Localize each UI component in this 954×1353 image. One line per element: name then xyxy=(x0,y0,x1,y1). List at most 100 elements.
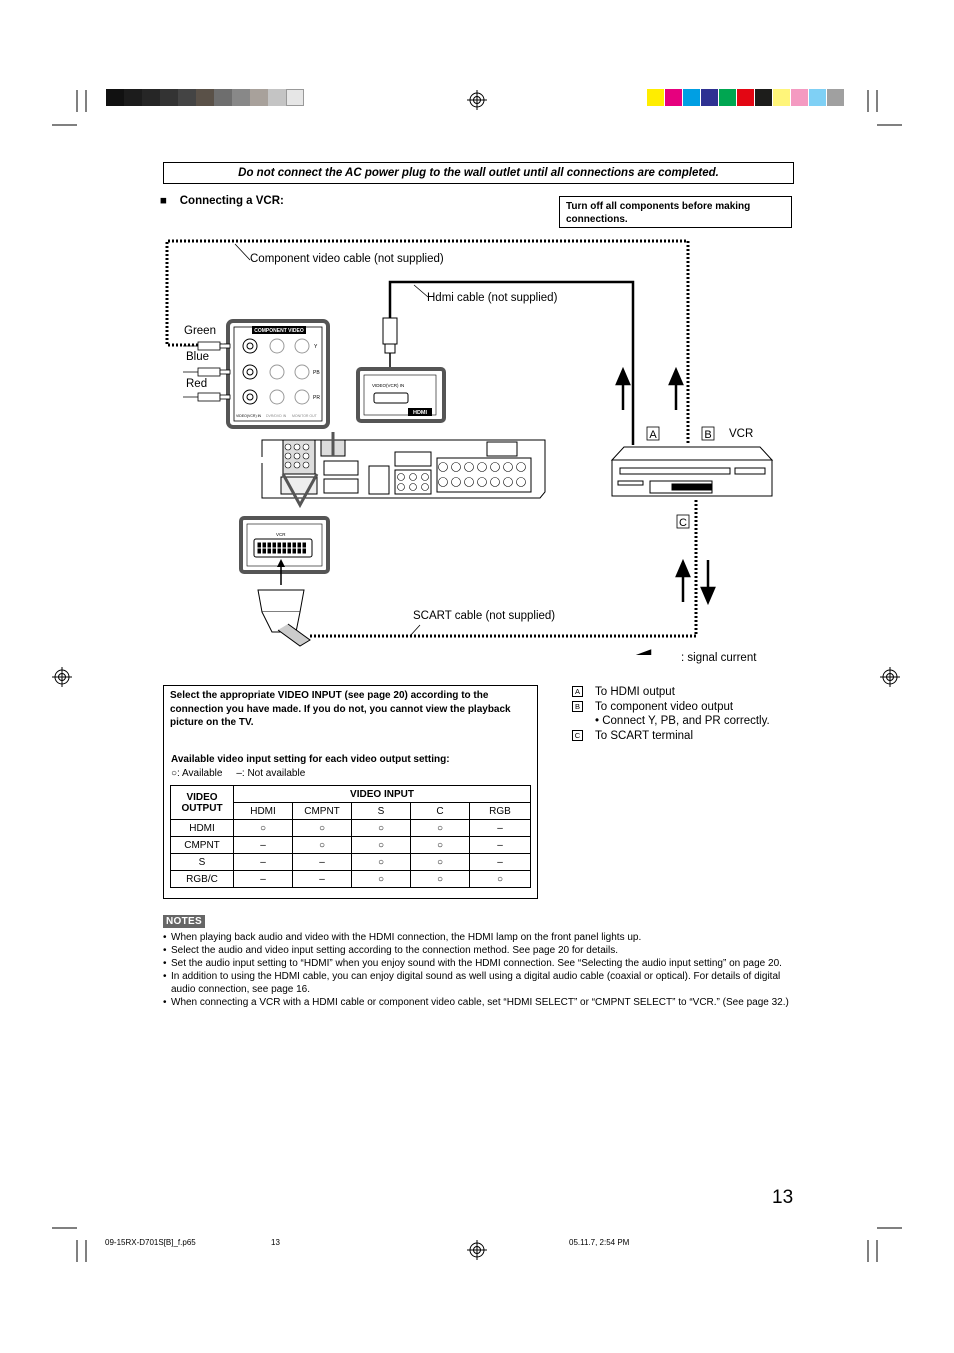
row-label: RGB/C xyxy=(170,870,234,888)
footer-page: 13 xyxy=(271,1238,280,1247)
note-item: In addition to using the HDMI cable, you… xyxy=(163,970,793,996)
red-label: Red xyxy=(186,378,208,390)
select-note: Select the appropriate VIDEO INPUT (see … xyxy=(170,690,511,728)
swatch xyxy=(683,89,700,106)
swatch xyxy=(773,89,790,106)
svg-text:HDMI: HDMI xyxy=(413,410,428,416)
vcr-label: VCR xyxy=(729,428,754,440)
swatch xyxy=(214,89,232,106)
header-video-output: VIDEO OUTPUT xyxy=(170,785,234,820)
video-input-box xyxy=(163,685,538,899)
column-header: CMPNT xyxy=(292,802,352,820)
swatch xyxy=(232,89,250,106)
svg-text:VCR: VCR xyxy=(276,532,286,537)
notes-tag: NOTES xyxy=(163,915,205,928)
notes-list: When playing back audio and video with t… xyxy=(163,931,793,1009)
svg-text:MONITOR OUT: MONITOR OUT xyxy=(292,414,318,418)
svg-text:DVR/DVD IN: DVR/DVD IN xyxy=(266,414,287,418)
power-warning: Do not connect the AC power plug to the … xyxy=(163,162,794,184)
table-cell: – xyxy=(292,870,352,888)
table-cell: – xyxy=(233,836,293,854)
scart-panel-zoom: VCR xyxy=(239,516,330,585)
table-cell: ○ xyxy=(410,836,470,854)
svg-text:PR: PR xyxy=(313,395,320,401)
svg-text:Y: Y xyxy=(314,344,318,350)
swatch xyxy=(196,89,214,106)
swatch xyxy=(809,89,826,106)
svg-text:C: C xyxy=(679,517,687,529)
green-label: Green xyxy=(184,325,216,337)
swatch xyxy=(719,89,736,106)
footer-date: 05.11.7, 2:54 PM xyxy=(569,1238,630,1247)
swatch xyxy=(178,89,196,106)
table-cell: – xyxy=(233,870,293,888)
column-header: C xyxy=(410,802,470,820)
swatch xyxy=(737,89,754,106)
swatch xyxy=(160,89,178,106)
column-header: S xyxy=(351,802,411,820)
swatch xyxy=(250,89,268,106)
table-header-row: VIDEO OUTPUT VIDEO INPUT xyxy=(170,785,531,820)
table-row: CMPNT – ○ ○ ○ – xyxy=(170,836,531,854)
section-bullet: ■ xyxy=(160,195,167,207)
swatch xyxy=(286,89,304,106)
table-cell: ○ xyxy=(233,819,293,837)
table-cell: ○ xyxy=(292,819,352,837)
signal-current-label: : signal current xyxy=(681,652,757,664)
table-row: RGB/C – – ○ ○ ○ xyxy=(170,870,531,888)
swatch xyxy=(647,89,664,106)
table-cell: – xyxy=(233,853,293,871)
note-item: Set the audio input setting to “HDMI” wh… xyxy=(163,957,793,970)
section-title-text: Connecting a VCR: xyxy=(179,195,284,207)
table-cell: ○ xyxy=(410,819,470,837)
blue-label: Blue xyxy=(186,351,210,363)
note-item: When playing back audio and video with t… xyxy=(163,931,793,944)
row-label: HDMI xyxy=(170,819,234,837)
table-cell: ○ xyxy=(469,870,531,888)
note-item: When connecting a VCR with a HDMI cable … xyxy=(163,996,793,1009)
row-label: CMPNT xyxy=(170,836,234,854)
table-row: S – – ○ ○ – xyxy=(170,853,531,871)
svg-text:COMPONENT VIDEO: COMPONENT VIDEO xyxy=(254,328,304,334)
column-header: HDMI xyxy=(233,802,293,820)
svg-text:PB: PB xyxy=(313,370,320,376)
column-header: RGB xyxy=(469,802,531,820)
svg-text:VIDEO(VCR) IN: VIDEO(VCR) IN xyxy=(372,383,404,388)
table-cell: ○ xyxy=(351,819,411,837)
vcr-device xyxy=(610,446,774,497)
table-cell: ○ xyxy=(410,853,470,871)
table-row: HDMI ○ ○ ○ ○ – xyxy=(170,819,531,837)
table-cell: ○ xyxy=(351,853,411,871)
swatch xyxy=(268,89,286,106)
swatch xyxy=(142,89,160,106)
table-cell: – xyxy=(469,853,531,871)
swatch xyxy=(755,89,772,106)
hdmi-cable-label: Hdmi cable (not supplied) xyxy=(427,292,558,304)
section-title: ■ Connecting a VCR: xyxy=(160,195,284,207)
swatch xyxy=(124,89,142,106)
table-cell: ○ xyxy=(292,836,352,854)
availability-title: Available video input setting for each v… xyxy=(171,754,450,765)
legend-b-sub: • Connect Y, PB, and PR correctly. xyxy=(595,715,770,727)
svg-text:B: B xyxy=(704,429,711,441)
turn-off-notice: Turn off all components before making co… xyxy=(559,196,792,228)
swatch xyxy=(827,89,844,106)
component-panel-zoom: COMPONENT VIDEO Y PB PR VIDEO(VCR) IN DV… xyxy=(226,319,330,429)
table-cell: – xyxy=(469,819,531,837)
table-cell: ○ xyxy=(410,870,470,888)
component-cable-label: Component video cable (not supplied) xyxy=(250,253,444,265)
svg-text:A: A xyxy=(649,429,657,441)
header-video-input: VIDEO INPUT xyxy=(233,785,531,803)
page-number: 13 xyxy=(772,1187,794,1208)
receiver-rear-panel xyxy=(250,432,546,509)
table-cell: – xyxy=(469,836,531,854)
svg-text:VIDEO(VCR) IN: VIDEO(VCR) IN xyxy=(236,414,262,418)
swatch xyxy=(106,89,124,106)
row-label: S xyxy=(170,853,234,871)
availability-legend: ○: Available –: Not available xyxy=(171,768,306,779)
